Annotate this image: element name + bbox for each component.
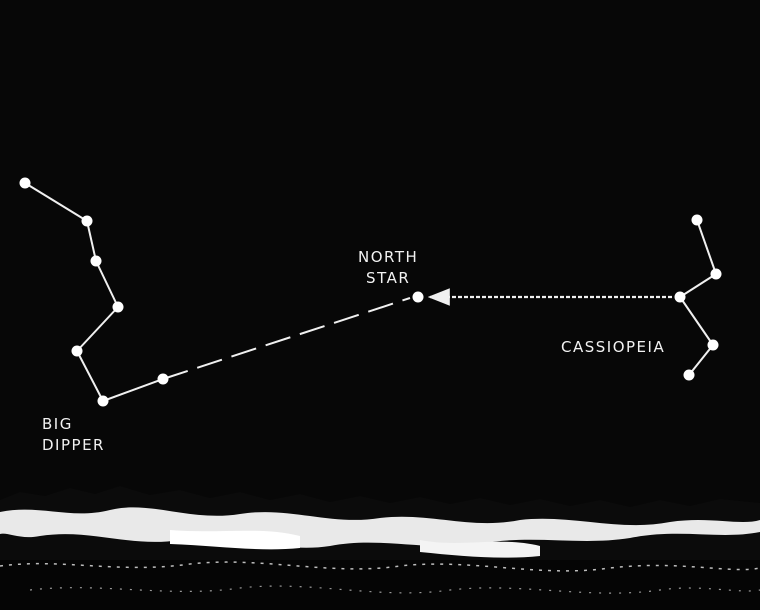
cassiopeia-star — [683, 369, 695, 381]
north-star — [412, 291, 424, 303]
north-star-label: NORTH STAR — [358, 247, 418, 289]
big-dipper-star — [71, 345, 83, 357]
big-dipper-star — [112, 301, 124, 313]
big-dipper-label-line2: DIPPER — [42, 436, 105, 454]
big-dipper-star — [157, 373, 169, 385]
big-dipper-label-line1: BIG — [42, 415, 73, 433]
cassiopeia-star — [710, 268, 722, 280]
big-dipper-stars — [19, 177, 169, 407]
pointer-line-dipper-to-north-star — [162, 297, 411, 380]
big-dipper-star — [90, 255, 102, 267]
horizon-treeline — [0, 486, 760, 610]
big-dipper-star — [97, 395, 109, 407]
cassiopeia-star — [674, 291, 686, 303]
north-star-label-line2: STAR — [366, 269, 411, 287]
big-dipper-lines — [24, 182, 164, 402]
big-dipper-label: BIG DIPPER — [42, 414, 105, 456]
cassiopeia-star — [707, 339, 719, 351]
cassiopeia-label: CASSIOPEIA — [561, 338, 666, 356]
cassiopeia-stars — [674, 214, 722, 381]
big-dipper-star — [81, 215, 93, 227]
cassiopeia-star — [691, 214, 703, 226]
cassiopeia-lines — [679, 219, 717, 376]
big-dipper-star — [19, 177, 31, 189]
north-star-label-line1: NORTH — [358, 248, 419, 266]
